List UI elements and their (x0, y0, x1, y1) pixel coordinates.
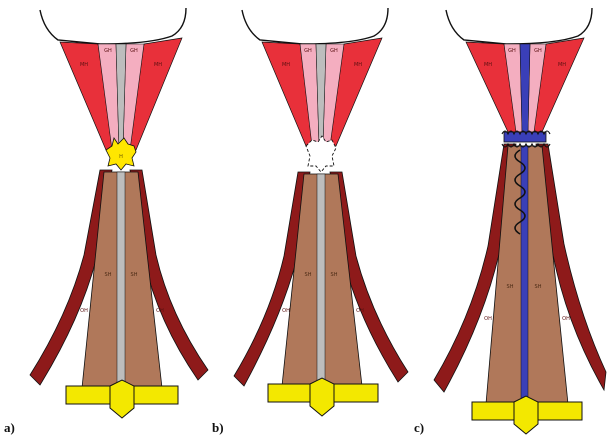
label-mylohyoid-left: MH (80, 62, 88, 68)
label-sternohyoid-left: SH (105, 272, 112, 278)
sternum-center (310, 378, 334, 416)
panel-c: MH GH GH MH SH SH OH OH c) (414, 8, 606, 435)
label-omohyoid-left: OH (80, 308, 88, 314)
hyoid-defect-outline (306, 136, 336, 172)
label-geniohyoid-right: GH (330, 48, 338, 54)
suture-bar (504, 132, 546, 142)
panel-b: MH GH GH MH SH SH OH OH b) (212, 8, 408, 435)
label-geniohyoid-right: GH (534, 48, 542, 54)
jaw-outline (446, 8, 592, 44)
label-mylohyoid-right: MH (558, 62, 566, 68)
label-sternohyoid-right: SH (331, 272, 338, 278)
label-mylohyoid-right: MH (154, 62, 162, 68)
label-geniohyoid-left: GH (304, 48, 312, 54)
label-omohyoid-right: OH (356, 308, 364, 314)
sternum-center (110, 380, 134, 418)
label-geniohyoid-left: GH (508, 48, 516, 54)
panel-label-c: c) (414, 420, 424, 435)
label-mylohyoid-left: MH (282, 62, 290, 68)
suture-line (521, 146, 528, 400)
label-sternohyoid-right: SH (535, 284, 542, 290)
label-geniohyoid-left: GH (104, 48, 112, 54)
label-mylohyoid-left: MH (484, 62, 492, 68)
panel-a: MH GH GH MH H SH SH OH OH a) (4, 8, 208, 435)
panel-label-b: b) (212, 420, 224, 435)
suture-upper (520, 44, 530, 132)
jaw-outline (242, 8, 388, 44)
label-geniohyoid-right: GH (130, 48, 138, 54)
label-sternohyoid-right: SH (131, 272, 138, 278)
label-mylohyoid-right: MH (354, 62, 362, 68)
sternohyoid-raphe (317, 174, 325, 382)
sternohyoid-raphe (117, 172, 125, 384)
label-omohyoid-left: OH (484, 316, 492, 322)
sternum-center (514, 396, 538, 434)
panel-label-a: a) (4, 420, 15, 435)
label-omohyoid-right: OH (156, 308, 164, 314)
label-sternohyoid-left: SH (305, 272, 312, 278)
label-hyoid: H (119, 154, 123, 160)
label-sternohyoid-left: SH (507, 284, 514, 290)
jaw-outline (40, 8, 186, 44)
label-omohyoid-right: OH (562, 316, 570, 322)
label-omohyoid-left: OH (282, 308, 290, 314)
